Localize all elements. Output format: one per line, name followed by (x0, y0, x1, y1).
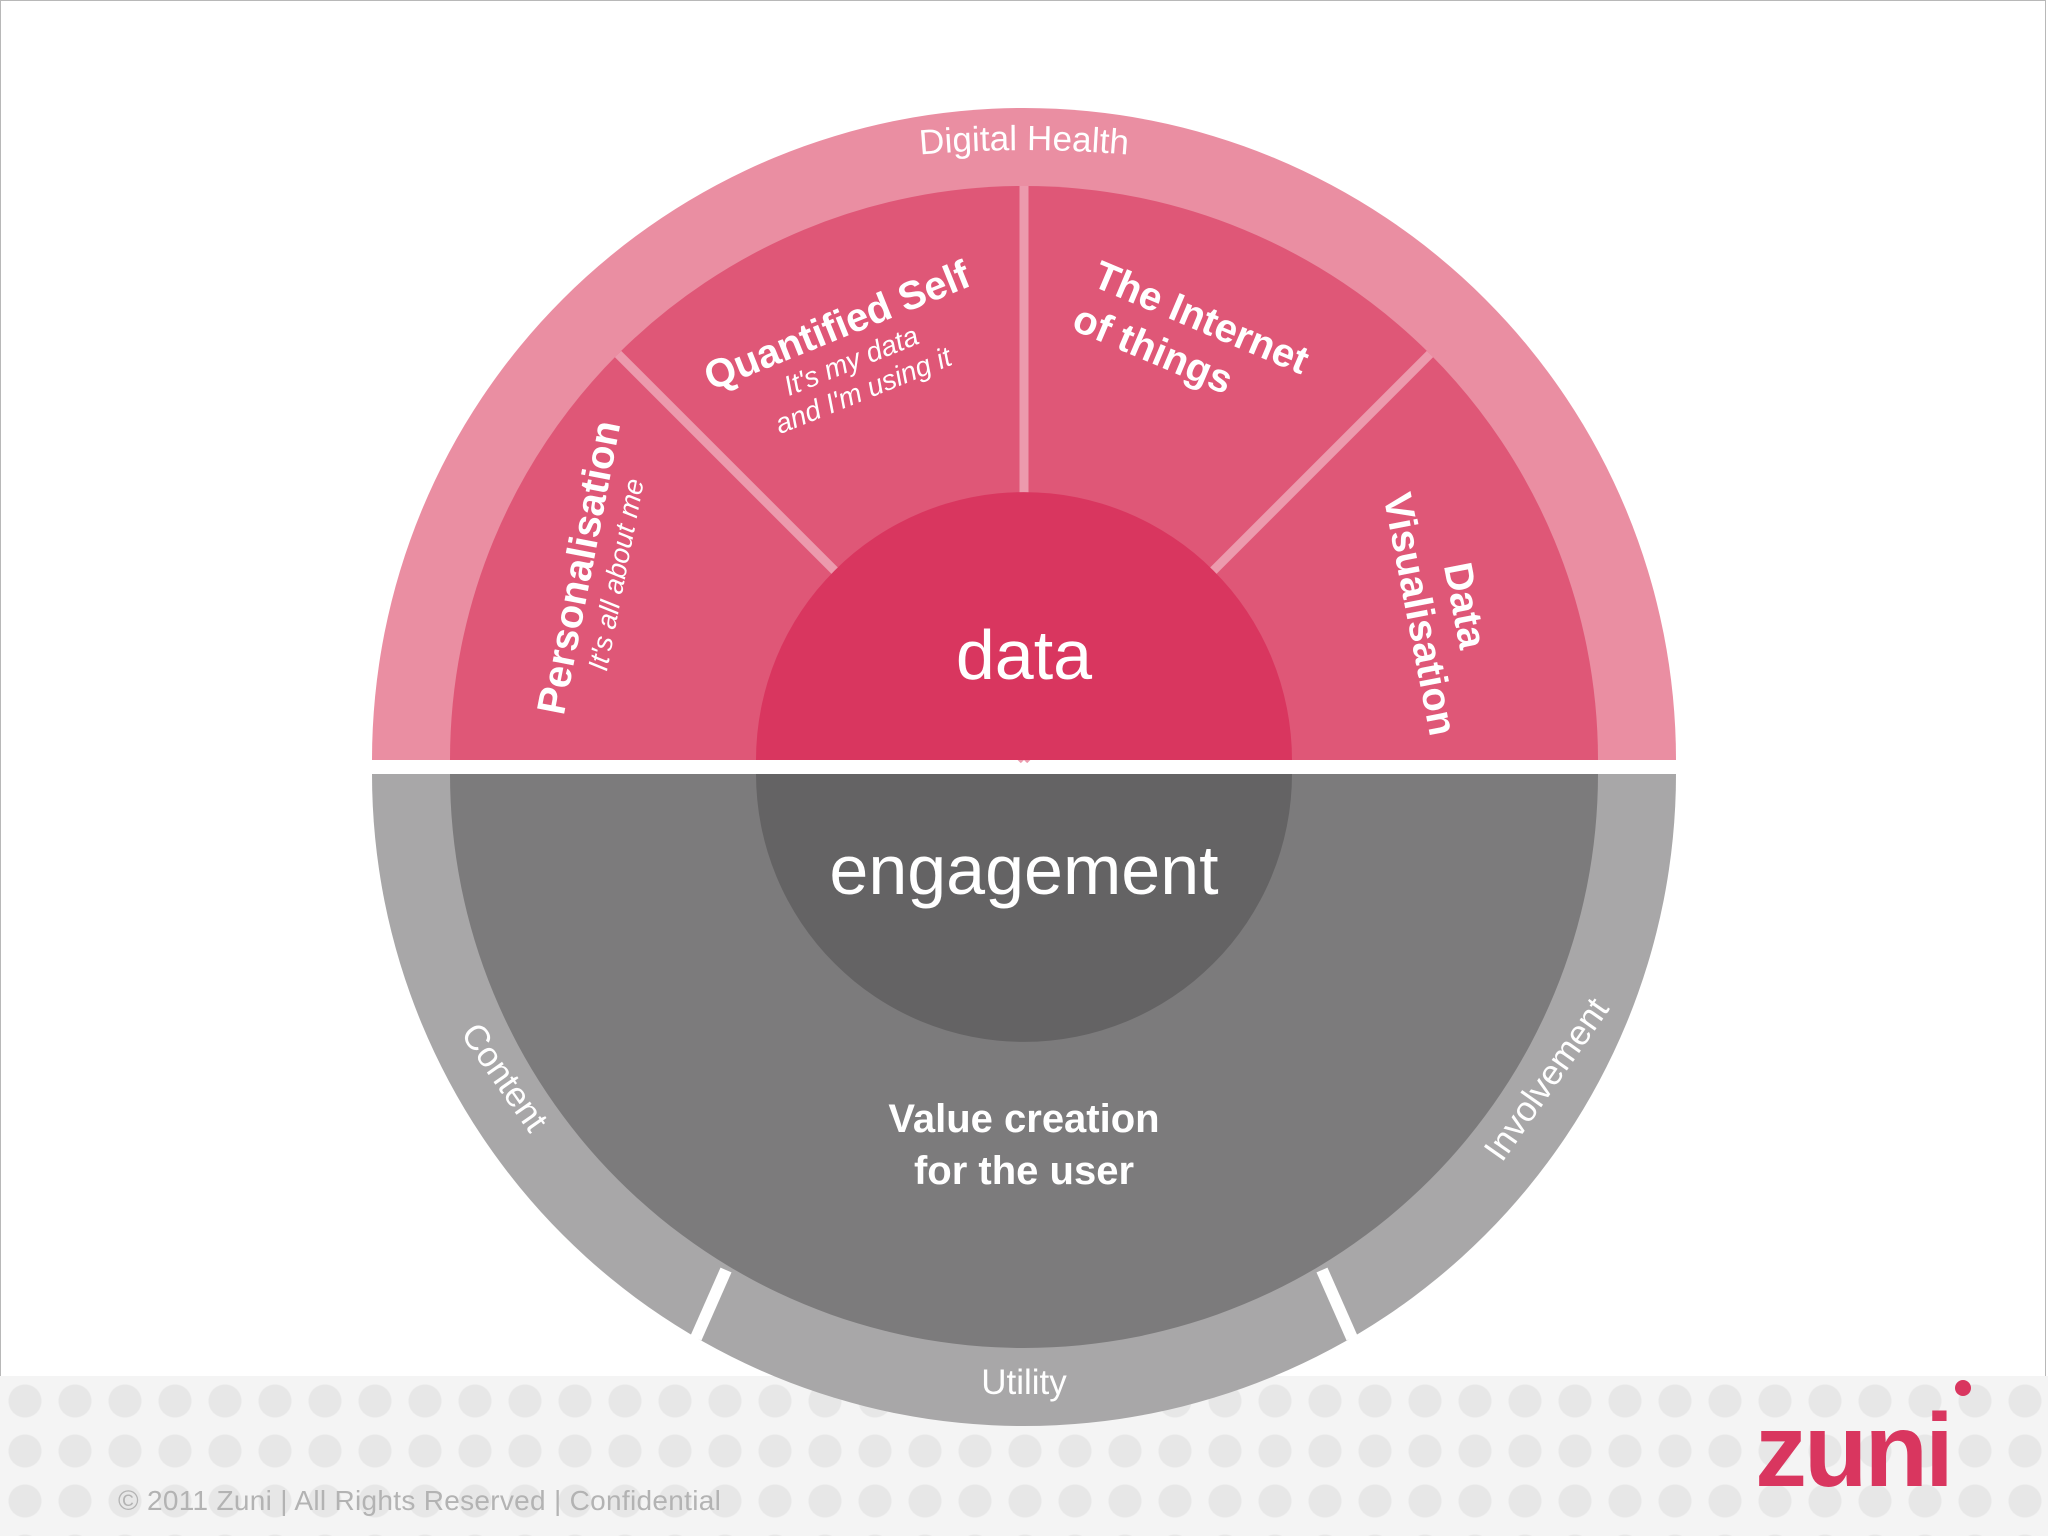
outer-ring-top-label: Digital Health (918, 119, 1131, 163)
hub-engagement-label: engagement (829, 831, 1218, 909)
footer-copyright: © 2011 Zuni | All Rights Reserved | Conf… (118, 1485, 722, 1516)
hub-engagement (756, 774, 1292, 1042)
value-creation-line1: Value creation (888, 1097, 1159, 1141)
digital-health-label: Digital Health (918, 119, 1131, 163)
zuni-logo: zuni (1755, 1380, 1971, 1496)
bottom-ring-dividers (690, 1267, 1358, 1341)
utility-label: Utility (981, 1363, 1067, 1402)
value-creation-line2: for the user (914, 1149, 1134, 1193)
hub-data (756, 492, 1292, 760)
zuni-logo-wordmark: zuni (1755, 1393, 1951, 1496)
segment-value-creation (450, 774, 1598, 1348)
hub-data-label: data (956, 616, 1092, 694)
logo-dot-icon (1955, 1380, 1971, 1396)
